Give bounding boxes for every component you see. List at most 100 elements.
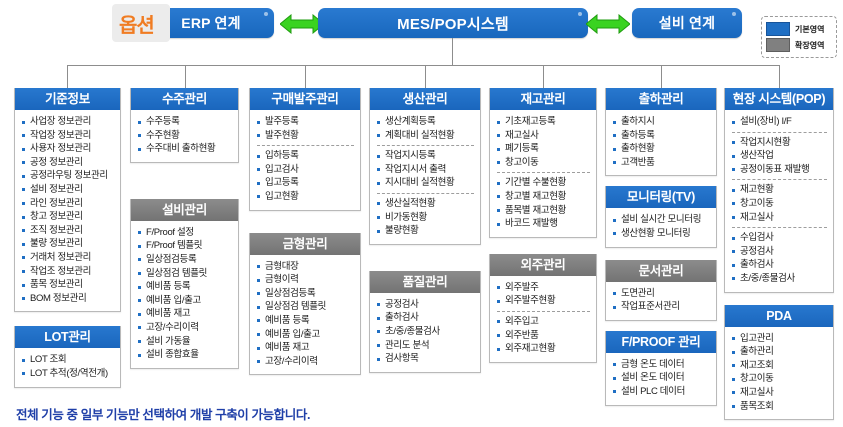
menu-item[interactable]: 출하등록 (613, 129, 710, 143)
menu-item[interactable]: 작업지시현황 (732, 136, 827, 150)
menu-item[interactable]: F/Proof 설정 (138, 226, 232, 240)
menu-item[interactable]: 출하지시 (613, 115, 710, 129)
menu-item[interactable]: 외주재고현황 (497, 342, 590, 356)
menu-item[interactable]: 사용자 정보관리 (22, 142, 114, 156)
menu-item[interactable]: 초/중/종물검사 (732, 272, 827, 286)
menu-item[interactable]: 라인 정보관리 (22, 197, 114, 211)
menu-item[interactable]: 고객반품 (613, 156, 710, 170)
menu-item[interactable]: 예비품 등록 (257, 314, 354, 328)
menu-item[interactable]: 공정검사 (377, 298, 474, 312)
menu-item[interactable]: 입고검사 (257, 163, 354, 177)
menu-item[interactable]: 금형대장 (257, 260, 354, 274)
card-header[interactable]: 금형관리 (250, 232, 360, 255)
card-header[interactable]: 수주관리 (131, 88, 238, 110)
menu-item[interactable]: 설비 정보관리 (22, 183, 114, 197)
menu-item[interactable]: 바코드 재발행 (497, 217, 590, 231)
card-header[interactable]: 구매발주관리 (250, 88, 360, 110)
card-header[interactable]: 모니터링(TV) (606, 186, 716, 209)
menu-item[interactable]: 공정검사 (732, 245, 827, 259)
menu-item[interactable]: 작업장 정보관리 (22, 129, 114, 143)
menu-item[interactable]: 예비품 재고 (138, 307, 232, 321)
card-header[interactable]: 외주관리 (490, 253, 596, 276)
menu-item[interactable]: 출하검사 (732, 258, 827, 272)
menu-item[interactable]: 거래처 정보관리 (22, 251, 114, 265)
menu-item[interactable]: 생산현황 모니터링 (613, 227, 710, 241)
menu-item[interactable]: 수주현황 (138, 129, 232, 143)
menu-item[interactable]: 수주등록 (138, 115, 232, 129)
menu-item[interactable]: 품목 정보관리 (22, 278, 114, 292)
menu-item[interactable]: 고장/수리이력 (138, 321, 232, 335)
card-header[interactable]: F/PROOF 관리 (606, 330, 716, 353)
menu-item[interactable]: 공정 정보관리 (22, 156, 114, 170)
menu-item[interactable]: 기간별 수불현황 (497, 176, 590, 190)
menu-item[interactable]: 품목조회 (732, 400, 827, 414)
menu-item[interactable]: 입고관리 (732, 332, 827, 346)
card-header[interactable]: 문서관리 (606, 259, 716, 282)
menu-item[interactable]: 출하현황 (613, 142, 710, 156)
menu-item[interactable]: F/Proof 템플릿 (138, 239, 232, 253)
menu-item[interactable]: 재고조회 (732, 359, 827, 373)
menu-item[interactable]: 입하등록 (257, 149, 354, 163)
menu-item[interactable]: 재고실사 (732, 211, 827, 225)
menu-item[interactable]: 사업장 정보관리 (22, 115, 114, 129)
menu-item[interactable]: LOT 추적(정/역전개) (22, 367, 114, 381)
menu-item[interactable]: 예비품 입/출고 (257, 328, 354, 342)
menu-item[interactable]: 계획대비 실적현황 (377, 129, 474, 143)
menu-item[interactable]: 설비 종합효율 (138, 348, 232, 362)
menu-item[interactable]: 생산실적현황 (377, 197, 474, 211)
menu-item[interactable]: 외주입고 (497, 315, 590, 329)
menu-item[interactable]: 설비 온도 데이터 (613, 371, 710, 385)
menu-item[interactable]: 고장/수리이력 (257, 355, 354, 369)
menu-item[interactable]: 발주등록 (257, 115, 354, 129)
menu-item[interactable]: 폐기등록 (497, 142, 590, 156)
menu-item[interactable]: 재고현황 (732, 183, 827, 197)
menu-item[interactable]: 불량현황 (377, 224, 474, 238)
menu-item[interactable]: 출하관리 (732, 345, 827, 359)
menu-item[interactable]: 창고이동 (732, 197, 827, 211)
menu-item[interactable]: 창고이동 (497, 156, 590, 170)
menu-item[interactable]: 생산작업 (732, 149, 827, 163)
menu-item[interactable]: 설비(장비) I/F (732, 115, 827, 129)
menu-item[interactable]: 불량 정보관리 (22, 237, 114, 251)
menu-item[interactable]: 외주발주 (497, 281, 590, 295)
menu-item[interactable]: 발주현황 (257, 129, 354, 143)
menu-item[interactable]: 관리도 분석 (377, 339, 474, 353)
card-header[interactable]: 기준정보 (15, 88, 120, 110)
menu-item[interactable]: 일상점검 템플릿 (257, 300, 354, 314)
menu-item[interactable]: 공정라우팅 정보관리 (22, 169, 114, 183)
card-header[interactable]: 품질관리 (370, 270, 480, 293)
menu-item[interactable]: 창고 정보관리 (22, 210, 114, 224)
menu-item[interactable]: 품목별 재고현황 (497, 204, 590, 218)
card-header[interactable]: 출하관리 (606, 88, 716, 110)
menu-item[interactable]: 생산계획등록 (377, 115, 474, 129)
menu-item[interactable]: 창고별 재고현황 (497, 190, 590, 204)
menu-item[interactable]: 수주대비 출하현황 (138, 142, 232, 156)
card-header[interactable]: 생산관리 (370, 88, 480, 110)
menu-item[interactable]: 일상점검등록 (257, 287, 354, 301)
menu-item[interactable]: 예비품 입/출고 (138, 294, 232, 308)
menu-item[interactable]: 수입검사 (732, 231, 827, 245)
menu-item[interactable]: 설비 가동율 (138, 335, 232, 349)
menu-item[interactable]: 출하검사 (377, 311, 474, 325)
menu-item[interactable]: 금형 온도 데이터 (613, 358, 710, 372)
card-header[interactable]: PDA (725, 304, 833, 327)
menu-item[interactable]: BOM 정보관리 (22, 292, 114, 306)
card-header[interactable]: 현장 시스템(POP) (725, 88, 833, 110)
menu-item[interactable]: 작업표준서관리 (613, 300, 710, 314)
menu-item[interactable]: 지시대비 실적현황 (377, 176, 474, 190)
menu-item[interactable]: 작업지시서 출력 (377, 163, 474, 177)
menu-item[interactable]: 공정이동표 재발행 (732, 163, 827, 177)
mes-pop-system-box[interactable]: MES/POP시스템 (318, 8, 588, 38)
menu-item[interactable]: 일상점검 템플릿 (138, 267, 232, 281)
menu-item[interactable]: 설비 실시간 모니터링 (613, 213, 710, 227)
menu-item[interactable]: 조직 정보관리 (22, 224, 114, 238)
card-header[interactable]: 설비관리 (131, 198, 238, 221)
menu-item[interactable]: 작업지시등록 (377, 149, 474, 163)
equipment-linkage-box[interactable]: 설비 연계 (632, 8, 742, 38)
menu-item[interactable]: 검사항목 (377, 352, 474, 366)
menu-item[interactable]: 재고실사 (497, 129, 590, 143)
menu-item[interactable]: 일상점검등록 (138, 253, 232, 267)
menu-item[interactable]: 기초재고등록 (497, 115, 590, 129)
menu-item[interactable]: 비가동현황 (377, 211, 474, 225)
menu-item[interactable]: 외주발주현황 (497, 294, 590, 308)
